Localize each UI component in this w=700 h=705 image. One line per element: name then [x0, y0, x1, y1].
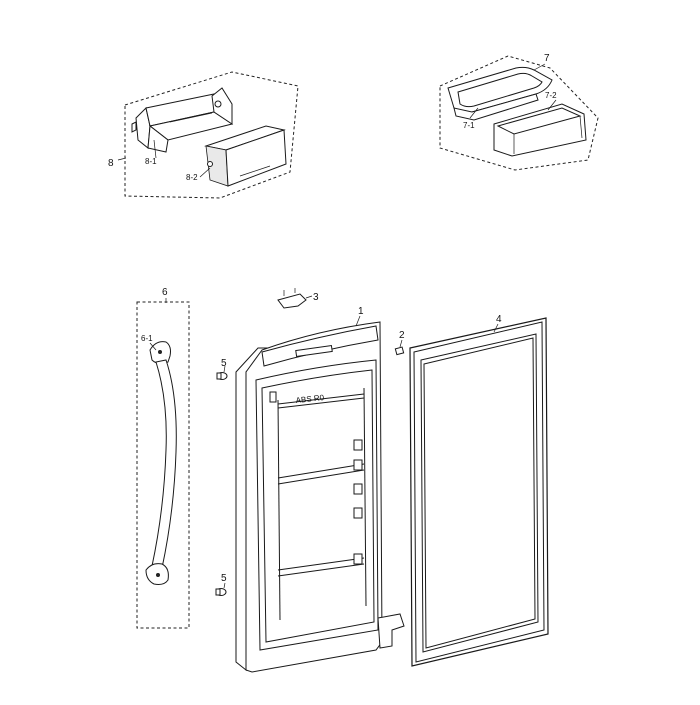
part-1-door-assembly: ABS R0 1 [235, 306, 405, 673]
part-4-door-gasket: 4 [409, 314, 549, 667]
leader-8 [117, 157, 127, 161]
callout-3: 3 [313, 292, 319, 303]
leader-4 [493, 323, 499, 333]
door-marking: ABS R0 [295, 393, 325, 405]
leader-8-1 [153, 139, 157, 159]
callout-7-2: 7-2 [545, 91, 557, 100]
part-3-hinge-cover: 3 [277, 288, 319, 309]
callout-5-lower: 5 [221, 573, 227, 584]
leader-3 [305, 295, 313, 299]
part-2-cap: 2 [394, 330, 405, 356]
callout-1: 1 [358, 306, 364, 317]
group-8-dashed-outline [124, 71, 299, 199]
leader-1 [355, 315, 361, 327]
callout-2: 2 [399, 330, 405, 341]
callout-6: 6 [162, 287, 168, 298]
leader-7 [533, 63, 546, 71]
group-6-dashed-outline [136, 301, 190, 629]
part-5-screw-lower: 5 [215, 573, 227, 596]
part-group-7: 7 7-1 7-2 [439, 53, 599, 171]
part-6-1-door-handle [145, 341, 177, 585]
callout-7: 7 [544, 53, 550, 64]
part-7-2-tray [493, 103, 587, 157]
part-8-2-cover [204, 125, 287, 187]
leader-8-2 [199, 167, 211, 178]
part-5-screw-upper: 5 [216, 358, 228, 380]
part-8-1-bin-frame [131, 87, 234, 153]
group-7-dashed-outline [439, 55, 599, 171]
part-group-6: 6 6-1 [136, 287, 190, 629]
callout-6-1: 6-1 [141, 334, 153, 343]
part-7-1-guard-frame [447, 66, 553, 121]
leader-6-1 [149, 342, 157, 351]
callout-7-1: 7-1 [463, 121, 475, 130]
leader-7-2 [547, 99, 557, 111]
leader-7-1 [469, 107, 479, 119]
callout-5-upper: 5 [221, 358, 227, 369]
callout-8: 8 [108, 158, 114, 169]
callout-8-1: 8-1 [145, 157, 157, 166]
part-group-8: 8 8-1 8-2 [108, 71, 299, 199]
callout-8-2: 8-2 [186, 173, 198, 182]
callout-4: 4 [496, 314, 502, 325]
